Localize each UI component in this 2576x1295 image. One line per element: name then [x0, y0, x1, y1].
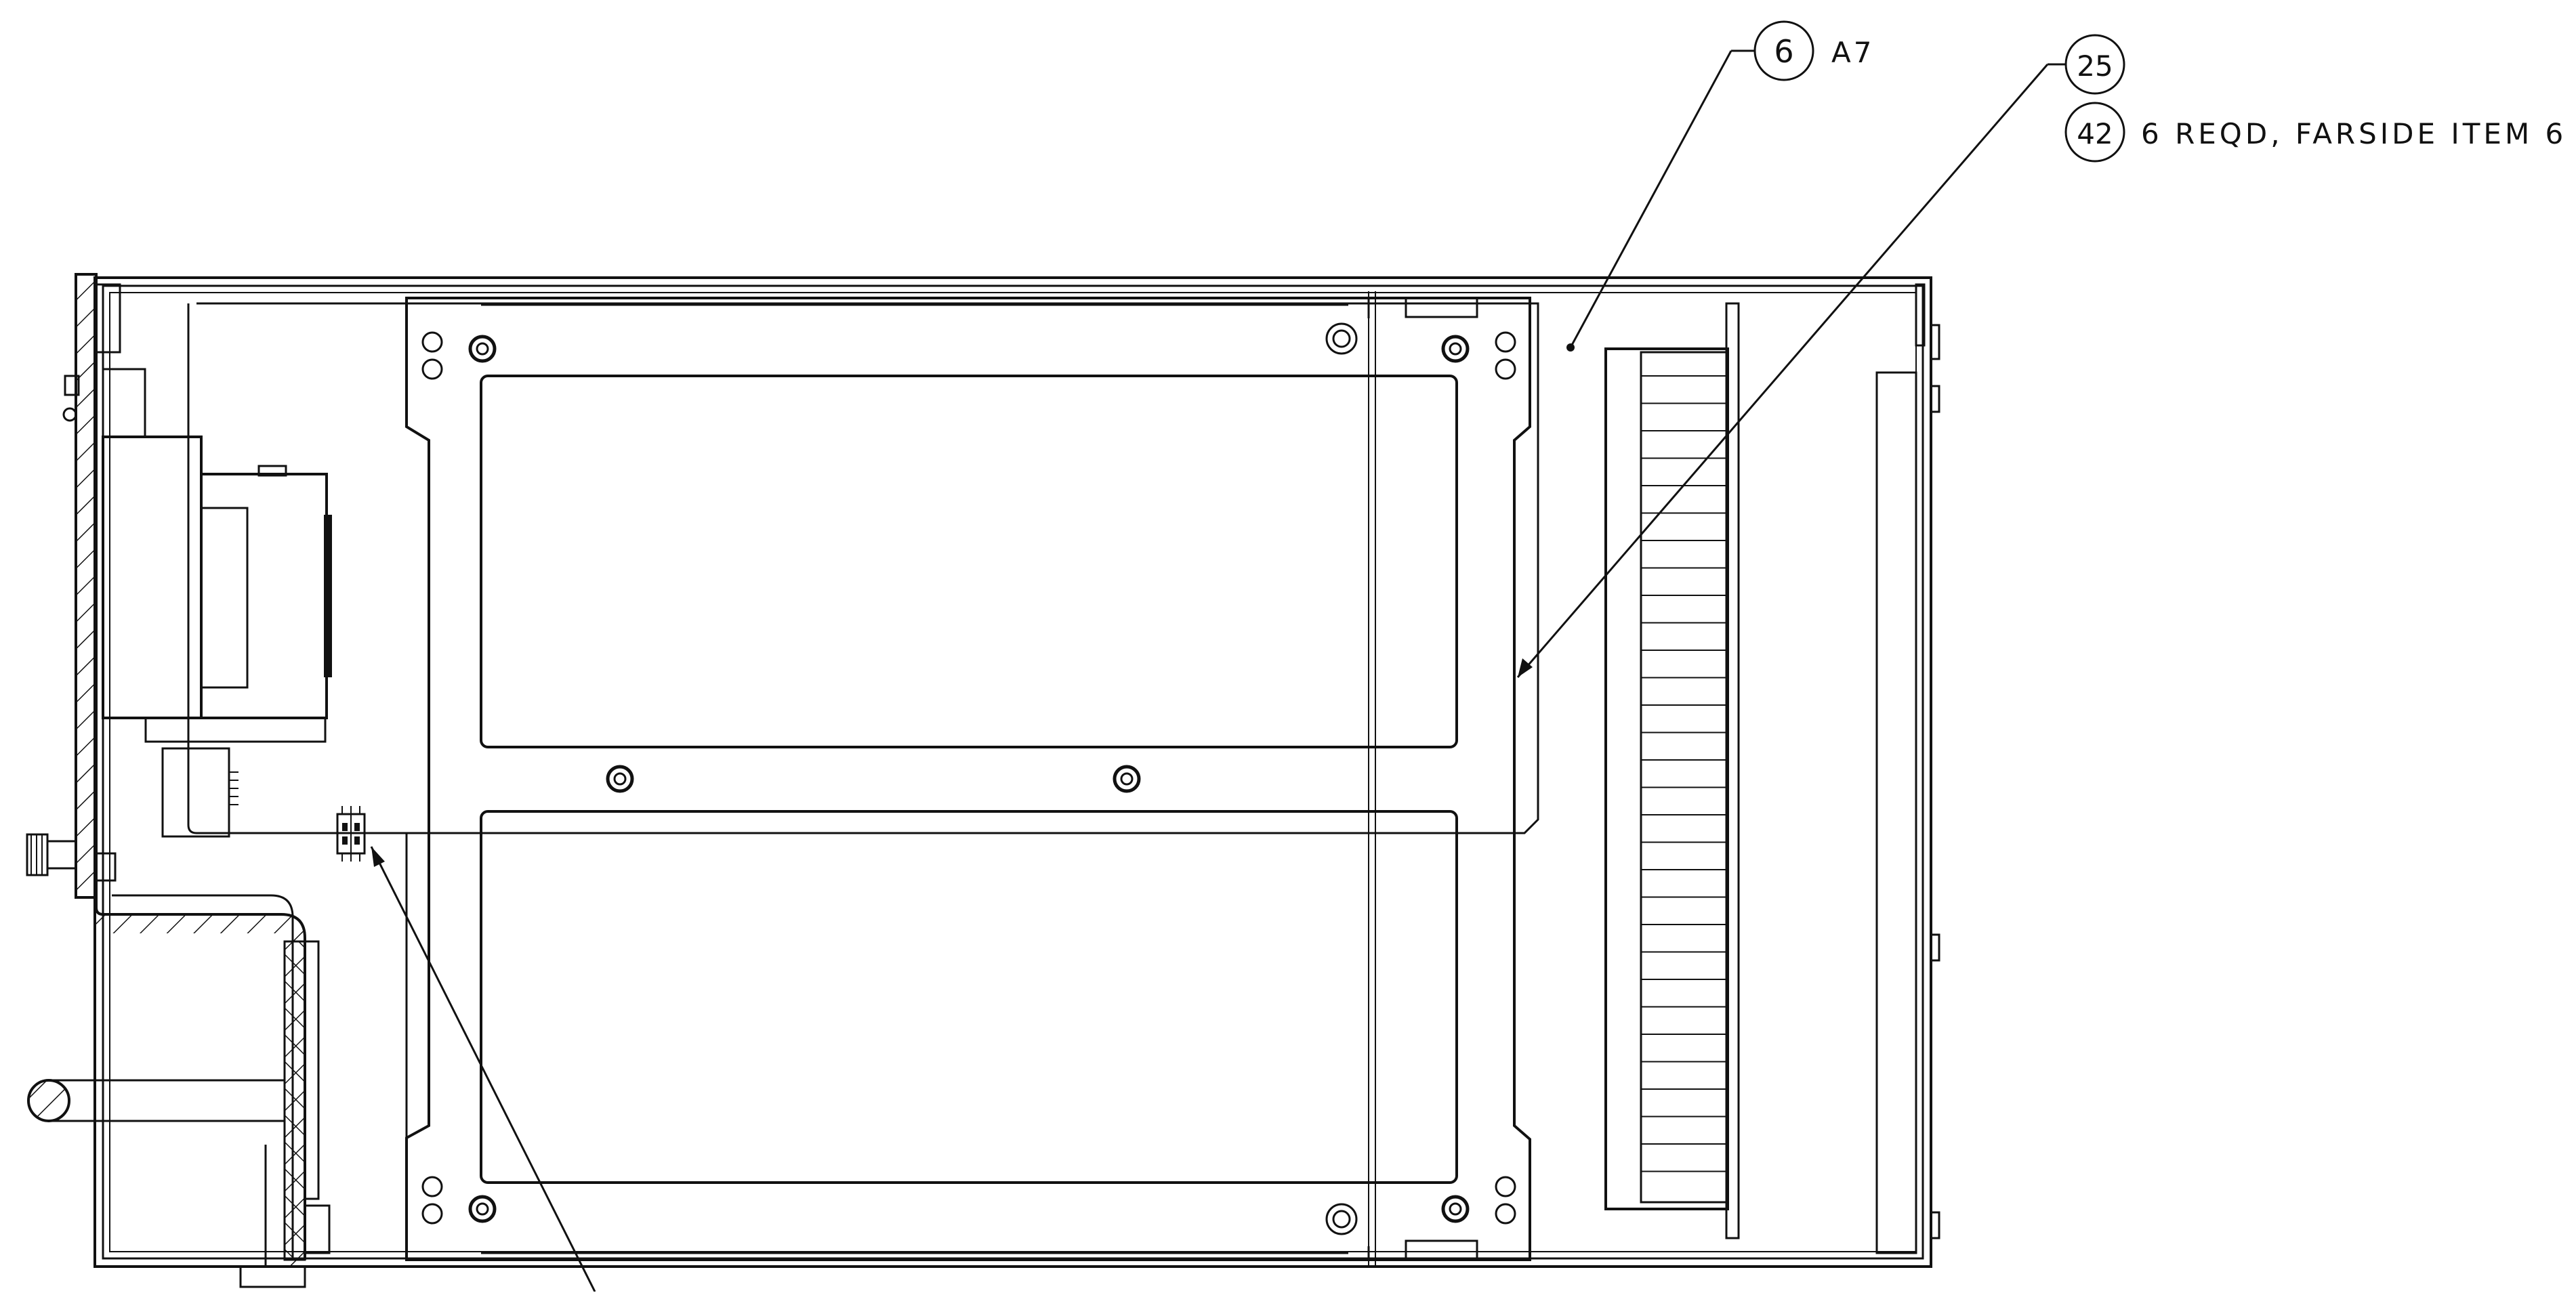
chassis-outline	[94, 276, 1932, 1268]
front-panel-section	[75, 273, 331, 1288]
callout-42: 42 6 REQD, FARSIDE ITEM 6	[2064, 102, 2567, 163]
heatsink	[1604, 302, 1740, 1239]
dip-switch	[297, 806, 366, 862]
leader-lines	[370, 49, 2065, 1292]
front-knob	[26, 375, 80, 876]
callout-6: 6 A7	[1753, 20, 1874, 81]
callout-25-number: 25	[2077, 49, 2113, 83]
circuit-board	[187, 302, 1539, 1260]
callout-42-number: 42	[2077, 117, 2113, 150]
module-panel-upper	[480, 375, 1458, 748]
fastener-holes	[421, 322, 1516, 1235]
mounting-plate	[405, 291, 1531, 1267]
module-panel-lower	[480, 810, 1458, 1184]
rear-panel	[1875, 283, 1940, 1254]
handle	[27, 1079, 285, 1122]
callout-42-note: 6 REQD, FARSIDE ITEM 6	[2141, 117, 2567, 150]
callout-25: 25	[2064, 34, 2125, 95]
callout-6-number: 6	[1774, 33, 1793, 70]
callout-6-note: A7	[1831, 36, 1874, 69]
screws	[468, 335, 1470, 1223]
connector-assembly	[102, 368, 332, 838]
